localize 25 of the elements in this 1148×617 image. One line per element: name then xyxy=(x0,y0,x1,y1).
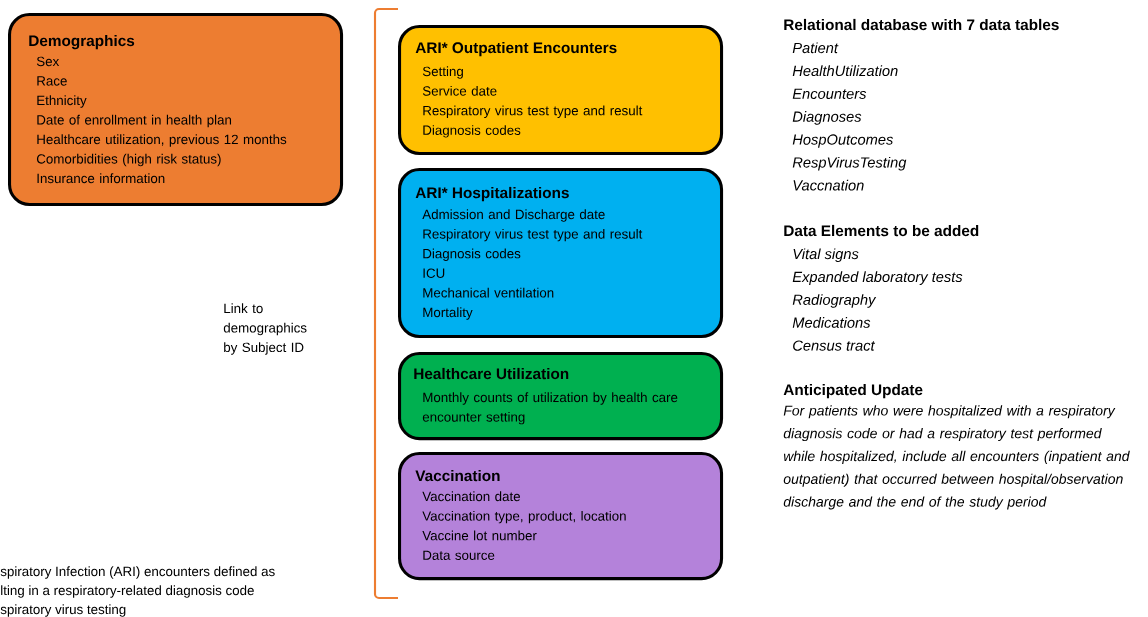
table-name: Vaccnation xyxy=(793,179,864,191)
table-name: HealthUtilization xyxy=(792,65,898,77)
table-name: Radiography xyxy=(792,294,877,308)
data-table-box: Demographics Sex Race Ethnicity Date of enrollment in health plan Healthcare utilization, previous 12 months Comorbidities (high risk status) Insurance information xyxy=(8,13,344,207)
footnote-text: spiratory Infection (ARI) encounters defined as xyxy=(0,566,275,579)
section-heading: Relational database with 7 data tables xyxy=(784,18,1059,31)
table-name: RespVirusTesting xyxy=(792,156,907,171)
note-text: For patients who were hospitalized with a respiratory diagnosis code or had a respiratory test performed while hospitalized, include all encounters (inpatient and outpatient) that occurred between hospital/observation discharge and the end of the study period xyxy=(783,405,1130,510)
table-name: Expanded laboratory tests xyxy=(792,271,963,285)
note-text: Link to demographics by Subject ID xyxy=(223,303,307,355)
section-heading: Data Elements to be added xyxy=(784,224,979,237)
footnote-text: spiratory virus testing xyxy=(0,604,126,617)
table-name: Medications xyxy=(792,317,871,328)
table-name: Patient xyxy=(792,42,839,54)
data-table-box: ARI* Outpatient Encounters Setting Service date Respiratory virus test type and result Diagnosis codes xyxy=(398,25,724,155)
data-table-box: Healthcare Utilization Monthly counts of utilization by health care encounter setting xyxy=(398,352,724,441)
data-table-box: Vaccination Vaccination date Vaccination type, product, location Vaccine lot number Data source xyxy=(398,452,724,581)
section-heading: Anticipated Update xyxy=(783,383,923,399)
footnote-text: lting in a respiratory-related diagnosis code xyxy=(1,585,254,598)
table-name: Encounters xyxy=(792,88,867,99)
table-name: Census tract xyxy=(793,340,876,351)
data-table-box: ARI* Hospitalizations Admission and Discharge date Respiratory virus test type and result Diagnosis codes ICU Mechanical ventilation Mortality xyxy=(398,168,724,338)
table-name: Diagnoses xyxy=(792,111,862,125)
table-name: HospOutcomes xyxy=(792,134,894,148)
table-name: Vital signs xyxy=(793,248,859,263)
